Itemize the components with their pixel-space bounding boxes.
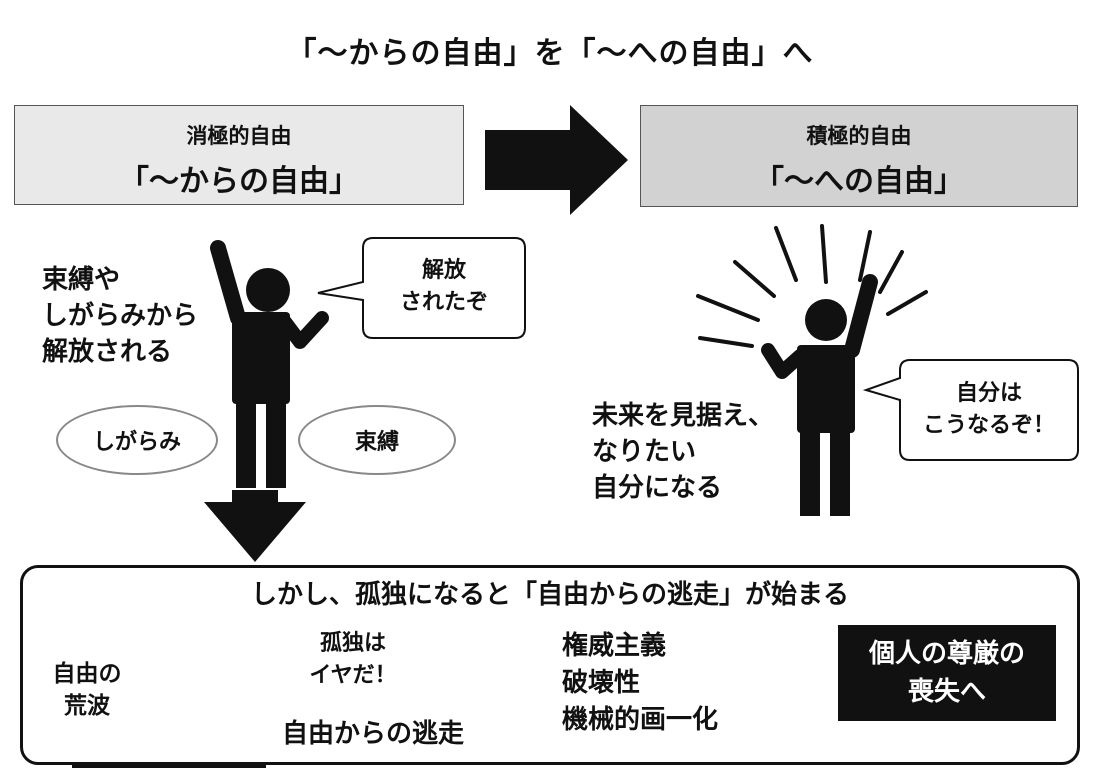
liberation-description: 束縛や しがらみから 解放される <box>42 265 199 367</box>
aspiring-bubble-text: 自分は こうなるぞ！ <box>922 381 1055 438</box>
ellipse-sokubaku: 束縛 <box>298 405 456 475</box>
loss-of-dignity-box: 個人の尊厳の 喪失へ <box>838 625 1056 721</box>
liberated-bubble-text: 解放 されたぞ <box>399 258 488 315</box>
aspiring-person-icon <box>761 274 878 516</box>
aspiring-speech-bubble <box>862 359 1079 461</box>
consequence-list: 権威主義 破壊性 機械的画一化 <box>562 631 719 735</box>
freedom-from-label: 「〜からの自由」 <box>119 164 359 199</box>
down-arrow-icon <box>204 490 306 562</box>
liberated-person-icon <box>210 240 329 488</box>
escape-label: 自由からの逃走 <box>282 719 465 749</box>
positive-freedom-label: 積極的自由 <box>806 124 912 148</box>
ellipse-shigarami: しがらみ <box>56 405 218 475</box>
liberated-speech-bubble <box>317 237 526 339</box>
transition-arrow-icon <box>485 105 628 215</box>
wave-label: 自由の 荒波 <box>52 661 122 719</box>
runner-bubble-text: 孤独は イヤだ！ <box>309 631 397 688</box>
aspiration-description: 未来を見据え、 なりたい 自分になる <box>592 401 775 503</box>
positive-freedom-box: 積極的自由 「〜への自由」 <box>640 105 1078 207</box>
escape-heading: しかし、孤独になると「自由からの逃走」が始まる <box>250 580 849 610</box>
negative-freedom-label: 消極的自由 <box>186 124 292 148</box>
freedom-to-label: 「〜への自由」 <box>754 164 964 199</box>
page-title: 「〜からの自由」を「〜への自由」へ <box>286 36 814 71</box>
radiance-rays-icon <box>696 224 928 348</box>
negative-freedom-box: 消極的自由 「〜からの自由」 <box>14 105 464 205</box>
